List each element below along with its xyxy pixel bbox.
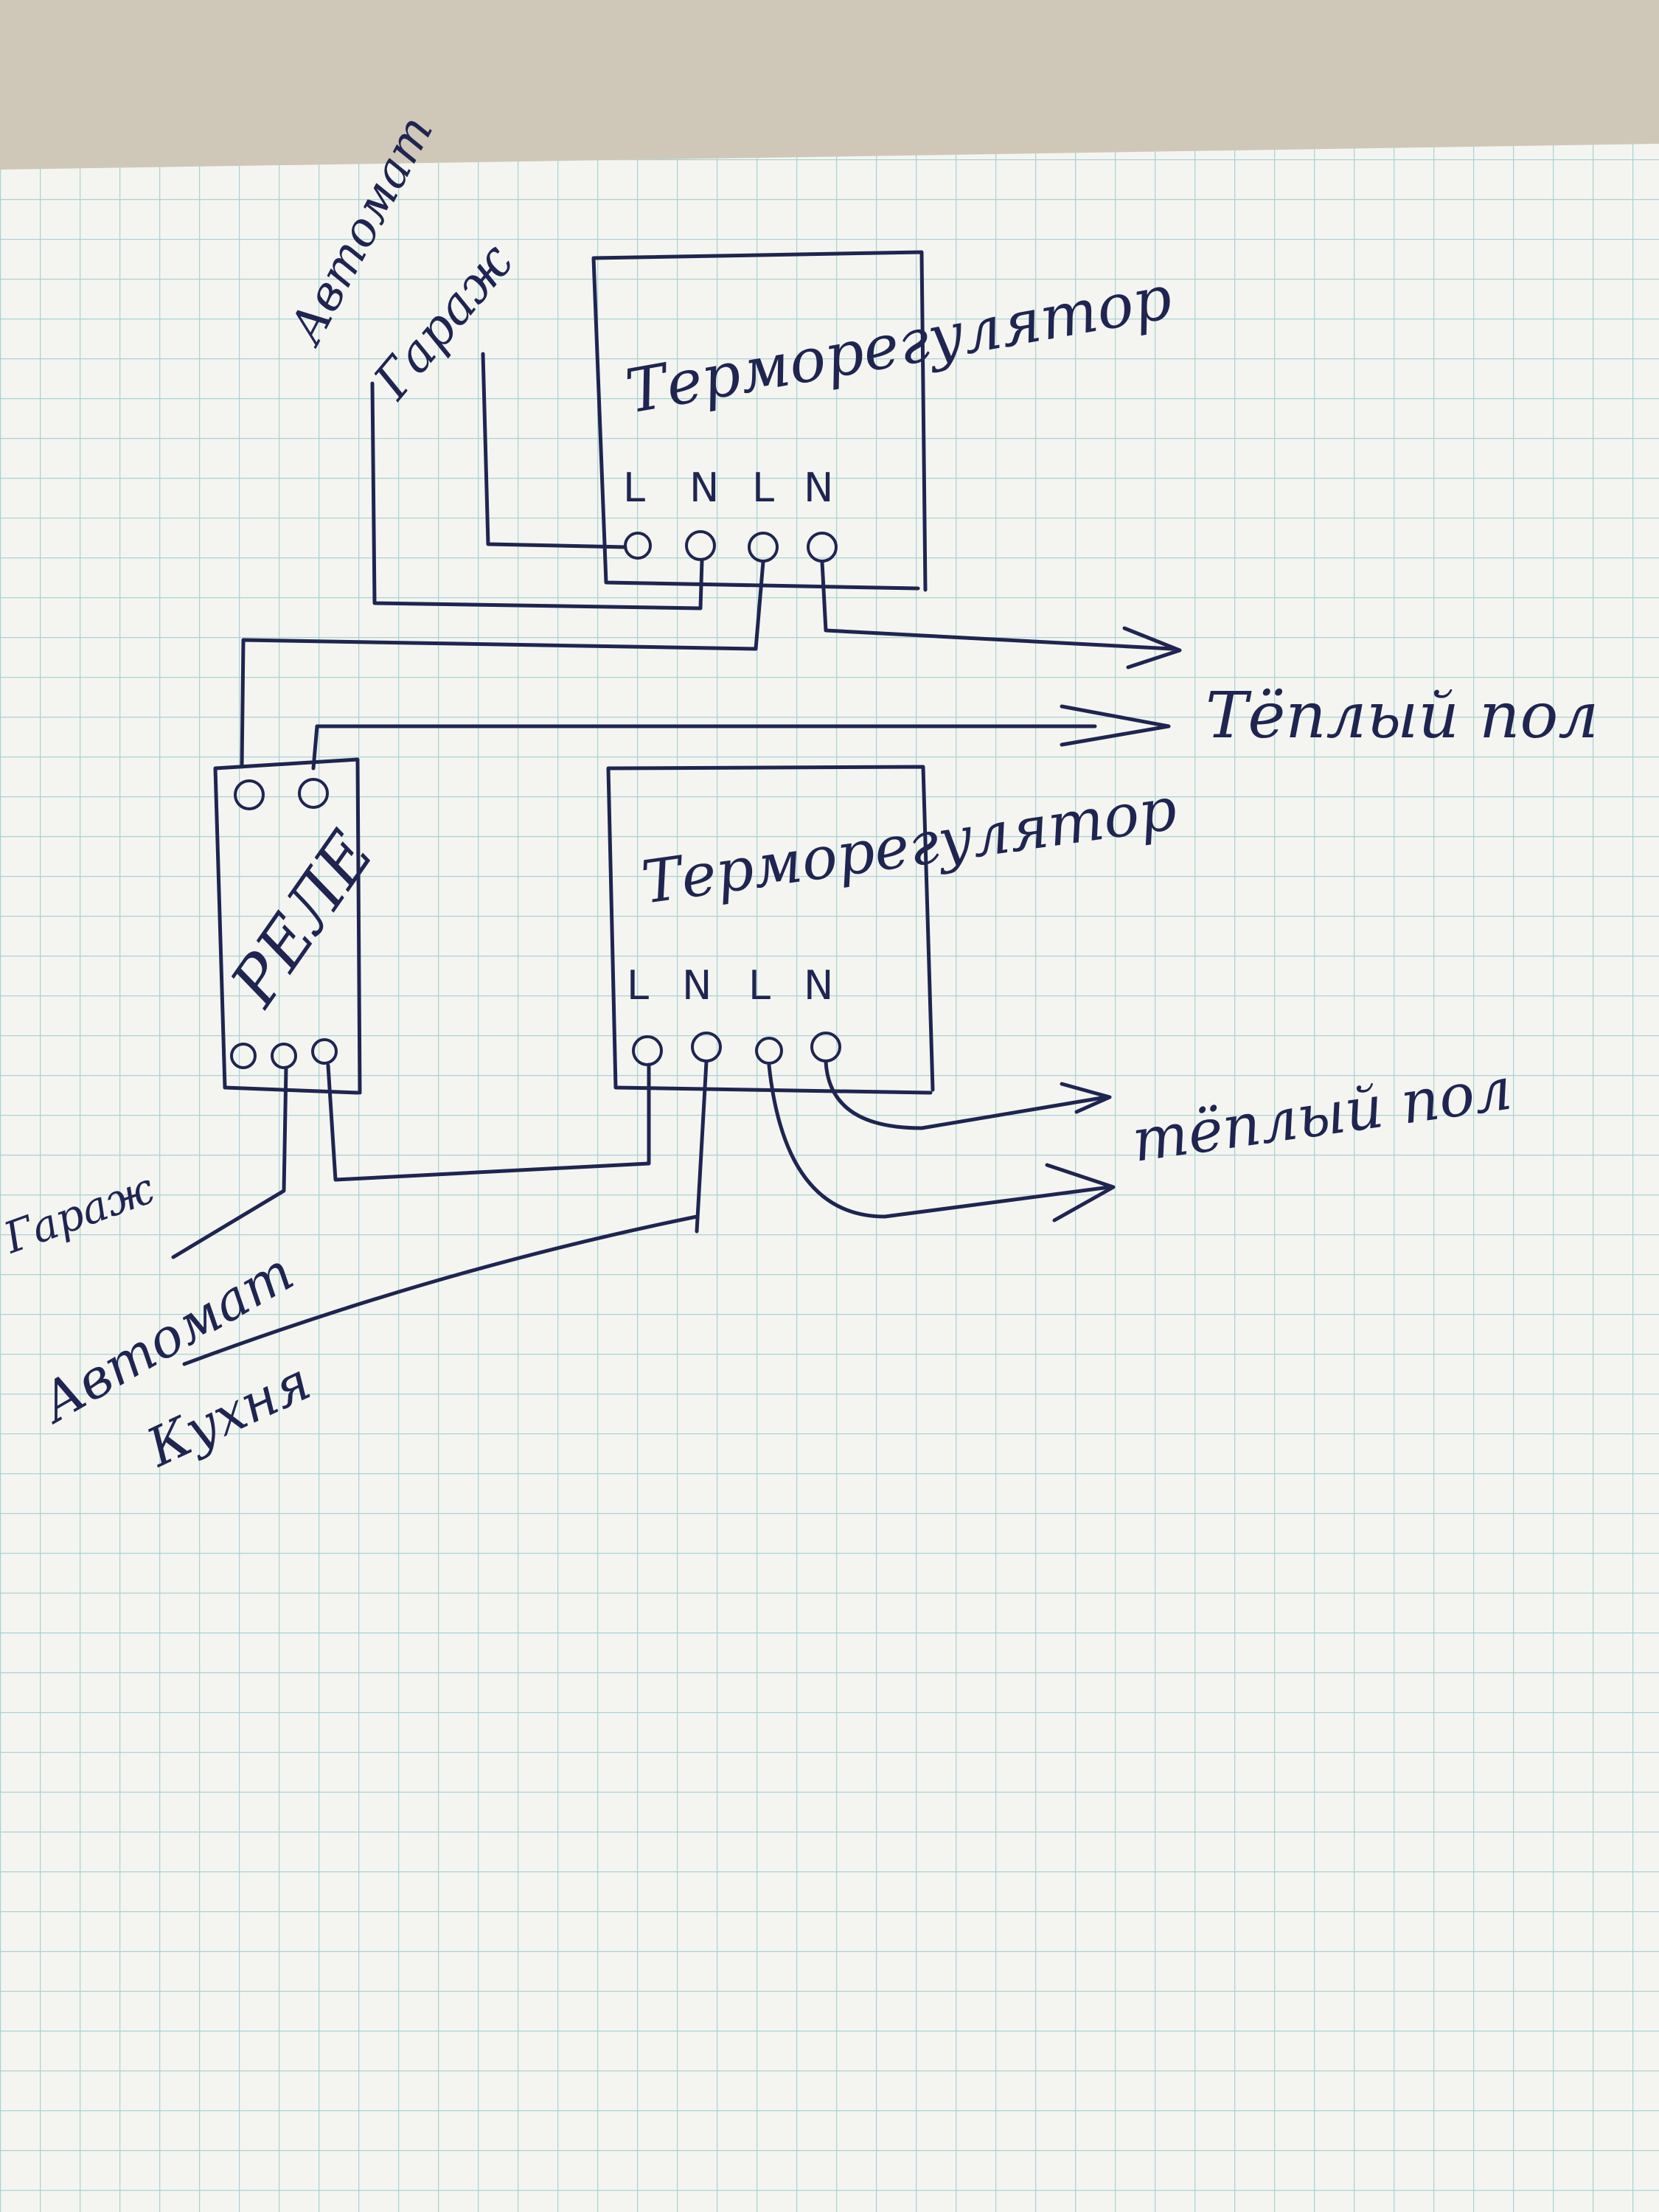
relay-terminal — [234, 779, 265, 810]
relay-terminal — [311, 1038, 338, 1065]
arrow-head — [1060, 1082, 1112, 1114]
thermostat-top-terminal-l1: L — [623, 465, 645, 511]
terminal-screw — [755, 1037, 783, 1065]
arrow-head — [1060, 704, 1171, 747]
thermostat-bottom-terminal-l1: L — [627, 962, 649, 1009]
arrow-head — [1122, 626, 1182, 669]
wire-thermostat-top-l-to-relay — [240, 560, 765, 769]
thermostat-top-terminal-l2: L — [752, 465, 774, 511]
arrow-head — [1045, 1163, 1116, 1222]
wire-breaker-top-n — [370, 381, 704, 611]
wire-thermostat-bottom-l-to-floor — [767, 1063, 1112, 1219]
wire-breaker-top-l — [481, 352, 627, 549]
relay-terminal — [271, 1043, 297, 1069]
relay-terminal — [298, 778, 329, 809]
notebook-page — [0, 144, 1659, 2212]
thermostat-top-terminal-n2: N — [804, 465, 833, 511]
wire-relay-to-floor — [311, 724, 1097, 771]
relay-terminal — [230, 1043, 257, 1069]
thermostat-bottom-box — [606, 765, 935, 1095]
wire-thermostat-bottom-n-to-floor — [824, 1060, 1108, 1130]
thermostat-bottom-terminal-n1: N — [682, 962, 712, 1009]
wire-breaker-bottom-n — [182, 1060, 709, 1366]
thermostat-top-box — [591, 250, 928, 592]
wire-thermostat-top-n-to-floor — [820, 560, 1175, 651]
thermostat-bottom-terminal-l2: L — [748, 962, 771, 1009]
warm-floor-top-label: Тёплый пол — [1206, 679, 1599, 753]
wire-relay-to-breaker-bottom — [171, 1065, 288, 1259]
relay-box — [213, 757, 362, 1095]
wire-relay-to-thermostat-bottom — [326, 1062, 651, 1182]
thermostat-bottom-terminal-n2: N — [804, 962, 833, 1009]
thermostat-top-terminal-n1: N — [689, 465, 719, 511]
